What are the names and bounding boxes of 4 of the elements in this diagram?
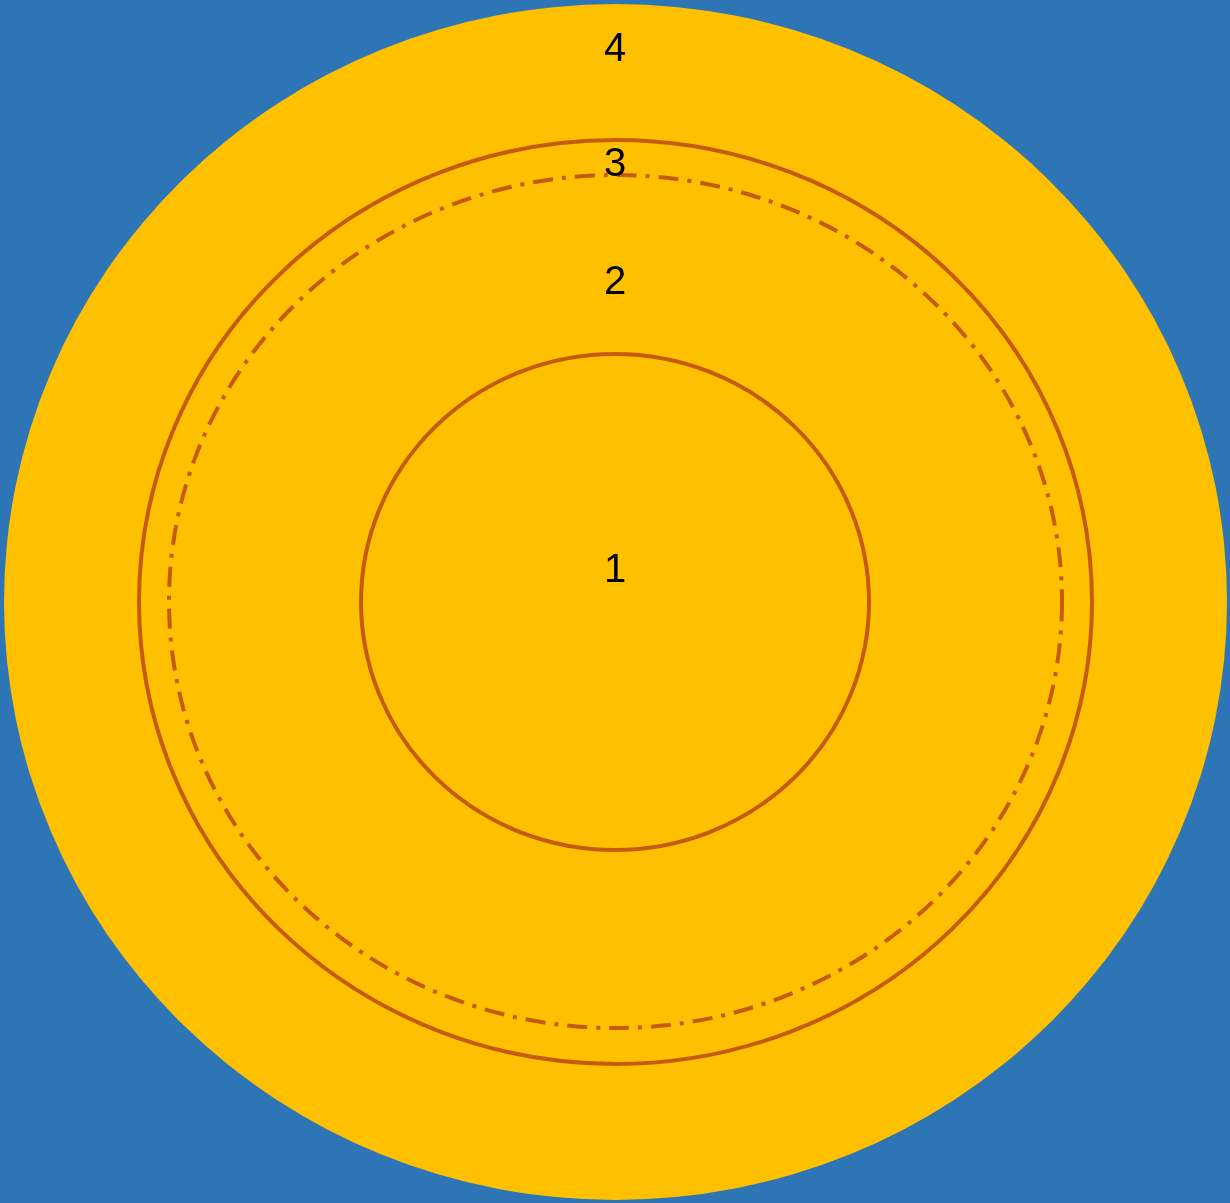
- ring-number: 4: [603, 24, 627, 69]
- ring-number: 3: [603, 139, 627, 184]
- ring-number: 2: [603, 258, 627, 302]
- ring-number: 1: [603, 545, 627, 590]
